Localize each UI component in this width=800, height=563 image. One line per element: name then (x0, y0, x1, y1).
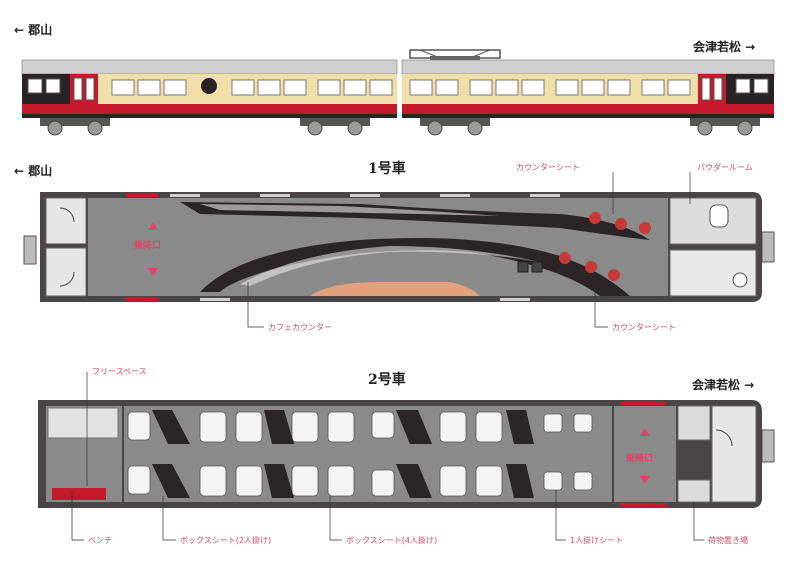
label-bench: ベンチ (88, 536, 112, 545)
counter-seat (585, 261, 597, 273)
counter-seat (608, 269, 620, 281)
label-box-seat-4: ボックスシート(4人掛け) (346, 536, 438, 545)
label-counter-seat-bottom: カウンターシート (612, 323, 676, 332)
pantograph (409, 49, 501, 60)
label-box-seat-2: ボックスシート(2人掛け) (180, 536, 272, 545)
direction-aizuwakamatsu-car2: 会津若松 → (692, 378, 755, 392)
car2-floorplan (38, 372, 775, 541)
direction-koriyama-top: ← 郡山 (14, 23, 53, 37)
train-car-right (401, 59, 775, 136)
door-arrow-down (640, 476, 650, 484)
toilet-icon (709, 204, 729, 228)
label-single-seat: 1人掛けシート (570, 536, 624, 545)
counter-seat (615, 218, 627, 230)
counter-seat (639, 222, 651, 234)
direction-koriyama-car1: ← 郡山 (14, 164, 53, 178)
bench (52, 488, 106, 500)
door-arrow-up (640, 428, 650, 436)
label-free-space: フリースペース (92, 367, 147, 376)
train-car-left (21, 59, 398, 136)
direction-aizuwakamatsu-top: 会津若松 → (693, 40, 756, 54)
label-luggage: 荷物置き場 (708, 536, 748, 545)
label-powder-room: パウダールーム (697, 163, 753, 172)
car2-title: 2号車 (368, 372, 406, 388)
label-counter-seat-top: カウンターシート (516, 163, 580, 172)
door-arrow-down (148, 268, 158, 276)
car2-door-label: 乗降口 (626, 454, 654, 464)
counter-seat (589, 212, 601, 224)
car1-door-label: 乗降口 (134, 241, 162, 251)
counter-seat (559, 252, 571, 264)
car1-title: 1号車 (368, 161, 406, 177)
door-arrow-up (148, 222, 158, 230)
car1-floorplan (23, 172, 775, 328)
label-cafe-counter: カフェカウンター (268, 323, 332, 332)
sink-icon (732, 272, 748, 288)
